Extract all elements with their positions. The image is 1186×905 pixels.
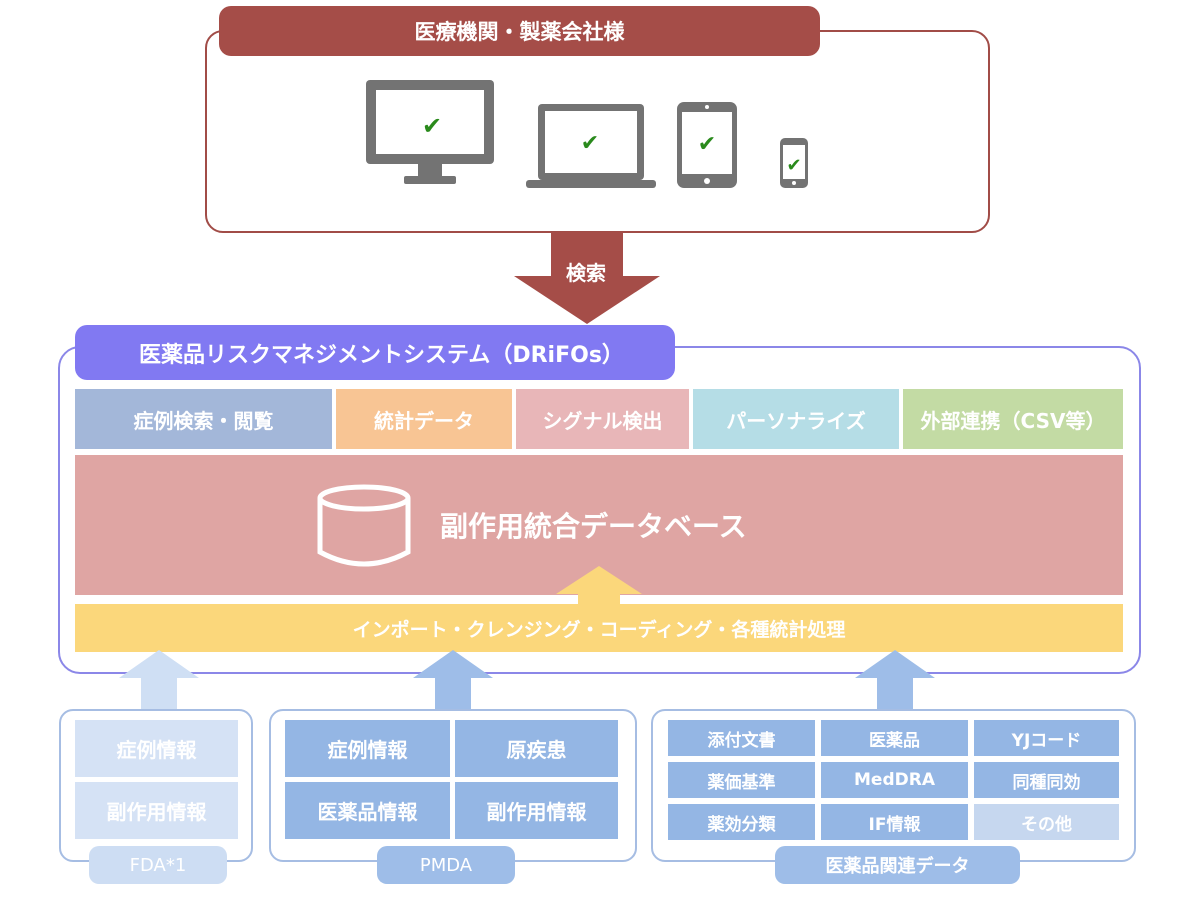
import-up-arrow xyxy=(556,566,642,606)
system-title: 医薬品リスクマネジメントシステム（DRiFOs） xyxy=(75,325,675,380)
pmda-item-drug-info: 医薬品情報 xyxy=(285,782,450,839)
smartphone-icon: ✔ xyxy=(780,138,808,188)
drug-data-up-arrow xyxy=(855,650,935,710)
fda-item-adverse-info: 副作用情報 xyxy=(75,782,238,839)
drug-item-if-info: IF情報 xyxy=(821,804,968,840)
users-title: 医療機関・製薬会社様 xyxy=(219,6,820,56)
drug-data-tag: 医薬品関連データ xyxy=(775,846,1020,884)
checkmark-icon: ✔ xyxy=(786,155,801,176)
drug-item-price-standard: 薬価基準 xyxy=(668,762,815,798)
desktop-monitor-icon: ✔ xyxy=(366,80,494,184)
feature-personalize: パーソナライズ xyxy=(693,389,899,449)
drug-item-meddra: MedDRA xyxy=(821,762,968,798)
pmda-item-case-info: 症例情報 xyxy=(285,720,450,777)
drug-item-efficacy-class: 薬効分類 xyxy=(668,804,815,840)
checkmark-icon: ✔ xyxy=(698,132,716,157)
pmda-tag: PMDA xyxy=(377,846,515,884)
database-icon xyxy=(317,484,411,567)
tablet-icon: ✔ xyxy=(677,102,737,188)
fda-item-case-info: 症例情報 xyxy=(75,720,238,777)
feature-external-link: 外部連携（CSV等） xyxy=(903,389,1123,449)
pmda-up-arrow xyxy=(413,650,493,710)
import-band: インポート・クレンジング・コーディング・各種統計処理 xyxy=(75,604,1123,652)
pmda-item-primary-disease: 原疾患 xyxy=(455,720,618,777)
pmda-item-adverse-info: 副作用情報 xyxy=(455,782,618,839)
search-arrow xyxy=(514,232,660,324)
feature-statistics: 統計データ xyxy=(336,389,512,449)
laptop-icon: ✔ xyxy=(526,104,656,188)
drug-item-drug: 医薬品 xyxy=(821,720,968,756)
feature-case-search: 症例検索・閲覧 xyxy=(75,389,332,449)
fda-tag: FDA*1 xyxy=(89,846,227,884)
drug-item-other: その他 xyxy=(974,804,1119,840)
checkmark-icon: ✔ xyxy=(581,131,599,156)
database-label: 副作用統合データベース xyxy=(440,510,747,543)
drug-item-yj-code: YJコード xyxy=(974,720,1119,756)
search-label: 検索 xyxy=(566,260,606,285)
feature-signal-detection: シグナル検出 xyxy=(516,389,689,449)
drug-item-same-effect: 同種同効 xyxy=(974,762,1119,798)
checkmark-icon: ✔ xyxy=(422,112,442,140)
drug-item-package-insert: 添付文書 xyxy=(668,720,815,756)
fda-up-arrow xyxy=(119,650,199,710)
